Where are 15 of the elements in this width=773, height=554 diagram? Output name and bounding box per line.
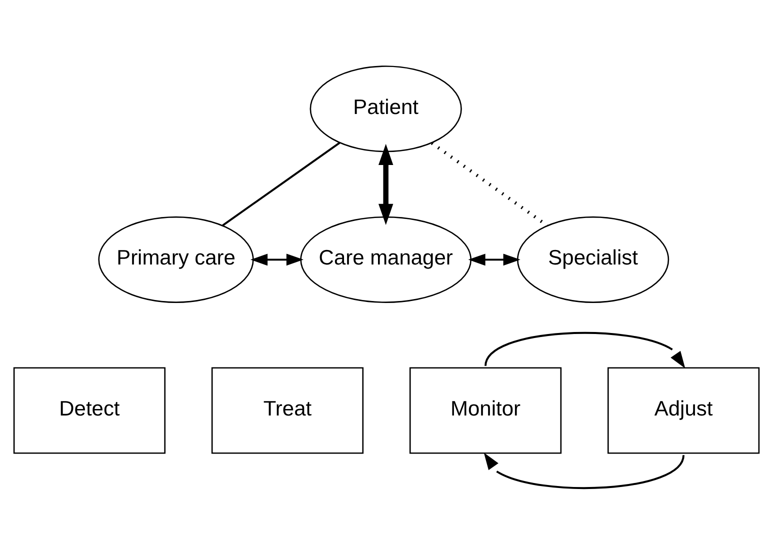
node-box: Adjust	[607, 366, 760, 454]
node-box: Treat	[211, 366, 364, 454]
arrow	[250, 253, 304, 266]
node-ellipse: Care manager	[300, 216, 472, 302]
arrow	[484, 452, 684, 489]
node-ellipse: Specialist	[516, 216, 670, 302]
connector	[430, 141, 548, 226]
arrow	[468, 253, 520, 266]
node-ellipse: Primary care	[98, 216, 254, 302]
node-box: Detect	[13, 366, 166, 454]
connector	[222, 141, 340, 226]
arrow	[484, 331, 686, 368]
arrow	[378, 143, 394, 224]
node-box: Monitor	[409, 366, 562, 454]
node-ellipse: Patient	[310, 65, 462, 152]
